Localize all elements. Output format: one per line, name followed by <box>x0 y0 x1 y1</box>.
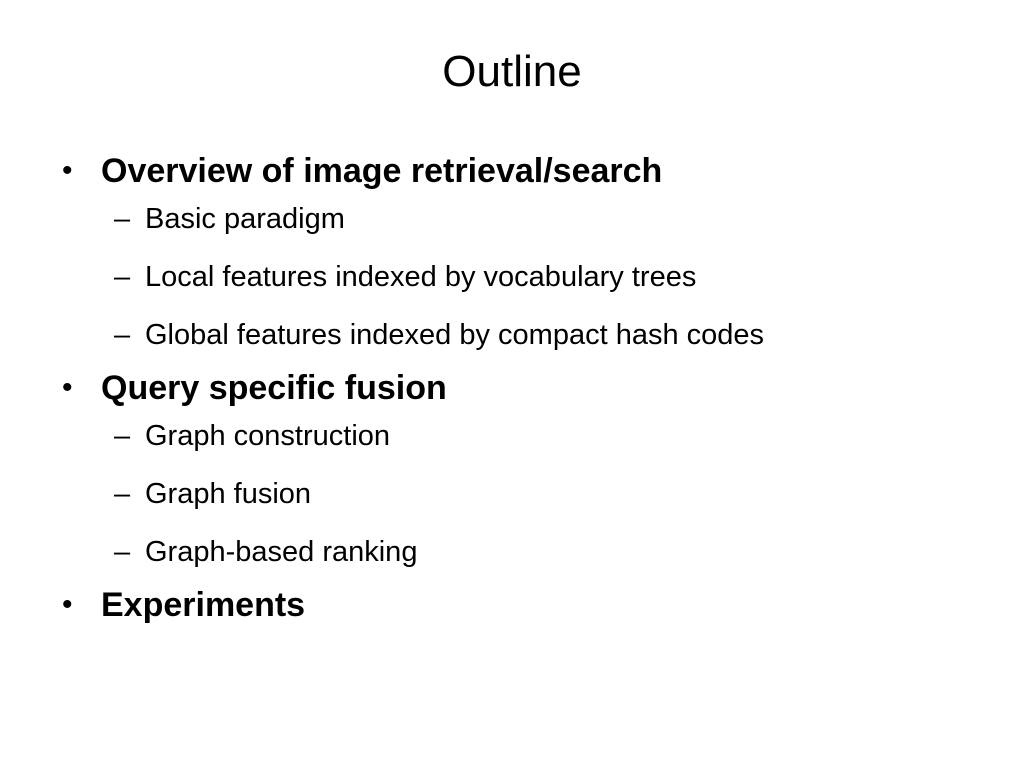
sub-item: – Local features indexed by vocabulary t… <box>114 258 982 296</box>
outline-item-label: Overview of image retrieval/search <box>101 152 663 190</box>
bullet-icon: • <box>62 588 73 621</box>
sub-item: – Global features indexed by compact has… <box>114 316 982 354</box>
sub-item: – Basic paradigm <box>114 200 982 238</box>
dash-icon: – <box>114 261 131 293</box>
sub-item-label: Graph fusion <box>145 478 312 510</box>
sub-item-label: Graph construction <box>145 420 391 452</box>
sub-item-label: Graph-based ranking <box>145 536 418 568</box>
sub-item: – Graph-based ranking <box>114 533 982 571</box>
outline-item-label: Query specific fusion <box>101 369 447 407</box>
sub-list: – Basic paradigm – Local features indexe… <box>101 200 982 354</box>
dash-icon: – <box>114 478 131 510</box>
outline-item: • Overview of image retrieval/search – B… <box>62 148 982 354</box>
sub-item: – Graph fusion <box>114 475 982 513</box>
outline-list: • Overview of image retrieval/search – B… <box>62 148 982 639</box>
outline-item-label: Experiments <box>101 586 306 624</box>
outline-item: • Experiments <box>62 582 982 628</box>
bullet-icon: • <box>62 154 73 187</box>
sub-item: – Graph construction <box>114 417 982 455</box>
dash-icon: – <box>114 536 131 568</box>
sub-item-label: Global features indexed by compact hash … <box>145 319 765 351</box>
dash-icon: – <box>114 203 131 235</box>
bullet-icon: • <box>62 371 73 404</box>
sub-list: – Graph construction – Graph fusion – Gr… <box>101 417 982 571</box>
dash-icon: – <box>114 319 131 351</box>
sub-item-label: Local features indexed by vocabulary tre… <box>145 261 697 293</box>
dash-icon: – <box>114 420 131 452</box>
outline-item: • Query specific fusion – Graph construc… <box>62 365 982 571</box>
slide-title: Outline <box>442 47 582 96</box>
sub-item-label: Basic paradigm <box>145 203 345 235</box>
